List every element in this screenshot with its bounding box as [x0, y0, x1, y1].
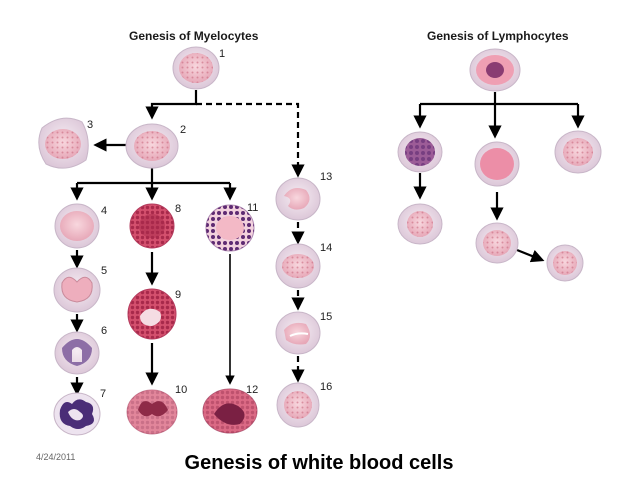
cell-number-12: 12	[246, 384, 259, 396]
cell-12-basophil	[202, 388, 258, 434]
lymphocytes-header: Genesis of Lymphocytes	[427, 29, 569, 43]
cell-lymph-left-mature	[397, 203, 443, 245]
cell-number-13: 13	[320, 171, 333, 183]
slide-title: Genesis of white blood cells	[184, 452, 454, 474]
cell-number-10: 10	[175, 384, 188, 396]
cell-number-11: 11	[247, 202, 259, 214]
cell-5-metamyelocyte	[53, 267, 101, 313]
arrow-1-to-2	[145, 90, 198, 120]
arrow-lymph-to-small	[516, 248, 545, 263]
lympho-arrows	[413, 92, 585, 263]
cell-13-monoblast	[275, 177, 321, 221]
cell-7-neutrophil	[53, 392, 101, 436]
cell-number-15: 15	[320, 311, 333, 323]
cell-9-eosinophilic-metamyelocyte	[127, 288, 177, 340]
cell-number-2: 2	[180, 124, 187, 136]
cell-number-7: 7	[100, 388, 107, 400]
cell-number-16: 16	[320, 381, 333, 393]
myelocytes-header: Genesis of Myelocytes	[129, 29, 259, 43]
slide-date: 4/24/2011	[36, 452, 76, 462]
cell-lymphoblast	[469, 48, 521, 92]
cell-4-neutrophilic-myelocyte	[54, 203, 100, 249]
cell-lymph-mid	[474, 141, 520, 187]
myelo-arrows	[70, 90, 305, 396]
cell-6-band-cell	[54, 331, 100, 375]
cell-number-5: 5	[101, 265, 108, 277]
cell-lymph-small	[546, 244, 584, 282]
cell-10-eosinophil	[126, 389, 178, 435]
cell-number-9: 9	[175, 289, 182, 301]
cell-number-3: 3	[87, 119, 94, 131]
cell-2-promyelocyte	[125, 123, 179, 169]
cell-number-8: 8	[175, 203, 182, 215]
cell-15-monocyte	[275, 311, 321, 355]
cell-number-1: 1	[219, 48, 226, 60]
arrow-1-to-13	[196, 102, 305, 178]
cell-14-promonocyte	[275, 243, 321, 289]
cell-number-14: 14	[320, 242, 333, 254]
cell-lymph-mid-mature	[475, 222, 519, 264]
cell-lymph-right	[554, 130, 602, 174]
cell-11-basophilic-myelocyte	[205, 204, 255, 252]
cell-number-6: 6	[101, 325, 108, 337]
cell-1-myeloblast	[172, 46, 220, 90]
cell-3-phagocyte	[38, 117, 89, 169]
cell-lymph-left	[397, 131, 443, 173]
cell-number-4: 4	[101, 205, 108, 217]
cell-16-macrophage	[276, 382, 320, 428]
cell-8-eosinophilic-myelocyte	[129, 203, 175, 249]
